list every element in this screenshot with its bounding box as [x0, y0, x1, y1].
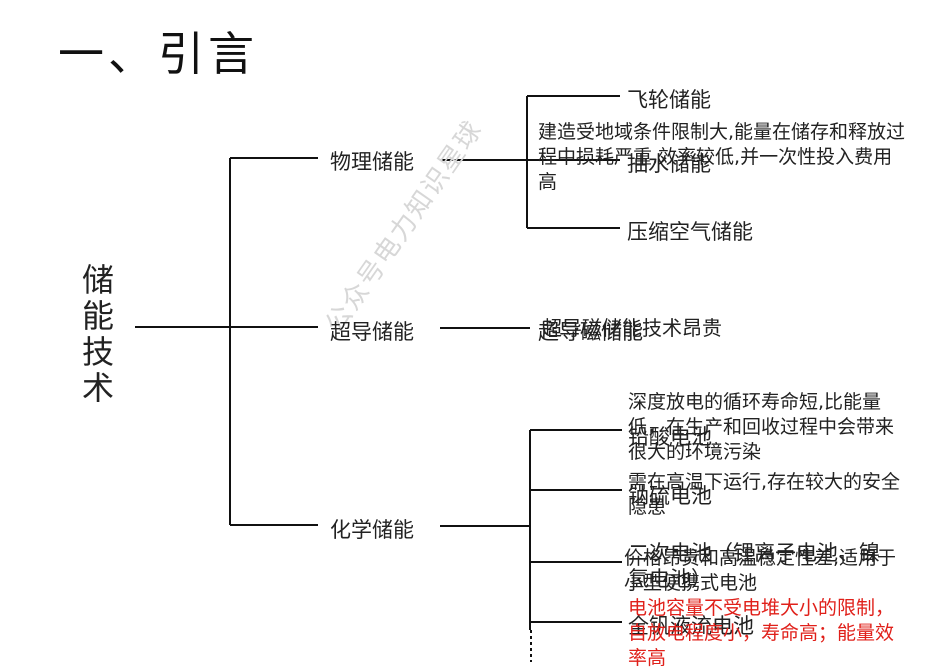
leaf-compressed-air: 压缩空气储能	[627, 220, 753, 244]
branch-superconducting: 超导储能	[330, 320, 414, 344]
leaf-flywheel: 飞轮储能	[627, 88, 711, 112]
leaf-secondary-battery: 二次电池（锂离子电池、镍氢电池）	[628, 541, 880, 591]
branch-physical: 物理储能	[330, 150, 414, 174]
leaf-pumped-hydro: 抽水储能	[627, 152, 711, 176]
branch-chemical: 化学储能	[330, 518, 414, 542]
leaf-smes: 超导磁储能	[538, 320, 643, 344]
note-secondary-battery: 价格昂贵和高温稳定性差,适用于小型便携式电池	[624, 547, 897, 594]
leaf-lead-acid: 铅酸电池	[628, 425, 712, 449]
note-physical: 建造受地域条件限制大,能量在储存和释放过程中损耗严重,效率较低,并一次性投入费用…	[538, 121, 906, 193]
note-superconducting: 超导磁储能技术昂贵	[542, 316, 722, 340]
root-node: 储能技术	[81, 261, 114, 407]
note-vanadium-flow: 电池容量不受电堆大小的限制，自放电程度小，寿命高；能量效率高	[628, 597, 895, 669]
leaf-vanadium-flow: 全钒液流电池	[628, 614, 754, 638]
note-lead-acid: 深度放电的循环寿命短,比能量低，在生产和回收过程中会带来很大的环境污染	[628, 391, 895, 463]
page-title: 一、引言	[58, 27, 258, 81]
leaf-sodium-sulfur: 钠硫电池	[628, 484, 712, 508]
note-sodium-sulfur: 需在高温下运行,存在较大的安全隐患	[628, 471, 901, 518]
